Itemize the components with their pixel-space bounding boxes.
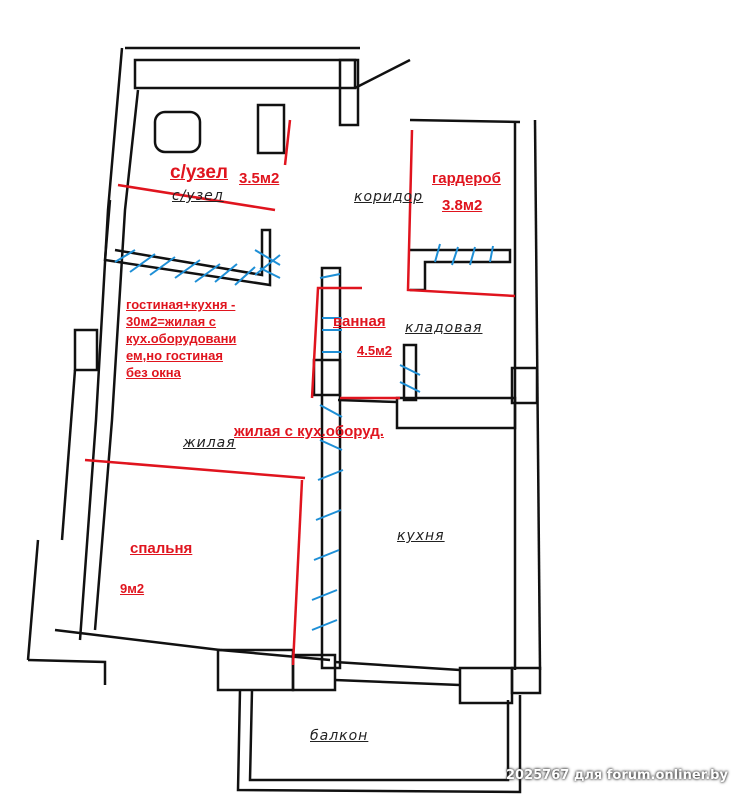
annotation-bathroom-area: 4.5м2 — [357, 343, 392, 358]
annotation-bedroom-area: 9м2 — [120, 581, 145, 596]
left-column — [73, 328, 99, 372]
annotation-lines — [84, 119, 516, 666]
central-partition — [320, 266, 342, 670]
annotation-wc: с/узел — [170, 162, 228, 183]
label-living: жилая — [183, 435, 236, 451]
sink-fixture — [256, 103, 286, 155]
watermark: 2025767 для forum.onliner.by — [506, 768, 728, 783]
demolish-hatching — [114, 243, 494, 631]
label-wc-original: с/узел — [172, 188, 224, 204]
label-kitchen: кухня — [397, 528, 445, 544]
annotation-wardrobe-area: 3.8м2 — [442, 197, 483, 214]
annotation-living-kitchen: жилая с кух.оборуд. — [234, 423, 384, 440]
label-corridor: коридор — [354, 189, 424, 205]
label-balcony: балкон — [310, 728, 369, 744]
annotation-living-note: гостиная+кухня - 30м2=жилая с кух.оборуд… — [126, 297, 237, 380]
label-pantry: кладовая — [405, 320, 483, 336]
top-wall — [133, 58, 357, 90]
annotation-wardrobe: гардероб — [432, 170, 501, 187]
annotation-wc-area: 3.5м2 — [239, 170, 280, 187]
annotation-bedroom: спальня — [130, 540, 193, 557]
annotation-bathroom: ванная — [333, 313, 386, 330]
toilet-fixture — [153, 110, 202, 154]
walls — [26, 46, 542, 794]
kitchen-counter — [395, 396, 517, 430]
